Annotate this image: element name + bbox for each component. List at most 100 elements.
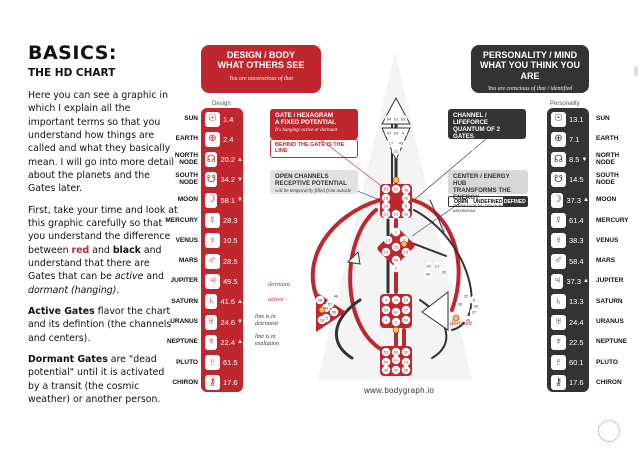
design-value: 61.5 <box>223 358 238 368</box>
active-annotation: active <box>268 296 284 303</box>
channel-callout: CHANNEL / LIFEFORCE QUANTUM OF 2 GATES C… <box>448 109 526 153</box>
ajna-gate-dot <box>391 146 401 156</box>
design-row-earth: ⊕2.4 <box>201 130 243 148</box>
design-panel-title-1: DESIGN / BODY <box>226 50 295 60</box>
design-row-moon: ☽58.1▼ <box>201 191 243 209</box>
detriment-icon: ▼ <box>237 319 243 325</box>
throat-gate-label: 62 <box>384 187 389 192</box>
personality-panel-subtitle: You are conscious of that / identified <box>487 86 573 93</box>
floating-gate-dot <box>423 269 433 279</box>
undefined-label: UNDEFINED <box>473 198 503 205</box>
mercury-symbol-icon: ☿ <box>205 213 220 228</box>
floating-gate-dot <box>317 315 327 325</box>
personality-row-neptune: ♆22.5 <box>547 333 589 351</box>
solar-plexus-center <box>421 290 449 331</box>
design-column-label: Design <box>212 101 231 107</box>
intro-paragraph-4: Dormant Gates are "dead potential" until… <box>28 354 165 406</box>
scrollbar-thumb[interactable] <box>634 66 638 76</box>
south-node-symbol-icon: ☋ <box>551 172 566 188</box>
floating-gate-dot <box>432 261 442 271</box>
neptune-symbol-icon: ♆ <box>205 334 218 350</box>
south-node-symbol-icon: ☋ <box>205 172 218 188</box>
floating-gate-label: 48 <box>334 294 339 299</box>
callout-pointer-line <box>319 138 385 189</box>
g-gate-label: 1 <box>395 230 398 235</box>
throat-gate-label: 23 <box>394 187 399 192</box>
detriment-icon: ▼ <box>237 176 243 183</box>
earth-symbol-icon: ⊕ <box>205 131 220 147</box>
root-gate-label: 54 <box>384 360 389 365</box>
neptune-symbol-icon: ♆ <box>551 334 566 350</box>
throat-gate-label: 35 <box>404 196 409 201</box>
planet-name-mercury: MERCURY <box>165 216 198 224</box>
root-gate-dot <box>391 355 401 365</box>
design-value: 28.5 <box>223 256 238 266</box>
design-value: 22.4 <box>220 337 236 347</box>
throat-gate-dot <box>401 185 411 195</box>
sacral-gate-label: 9 <box>385 318 388 323</box>
personality-value: 7.1 <box>569 134 580 144</box>
mercury-symbol-icon: ☿ <box>551 213 566 228</box>
saturn-symbol-icon: ♄ <box>551 294 566 310</box>
design-panel-title-2: WHAT OTHERS SEE <box>217 60 305 71</box>
planet-name-venus: VENUS <box>596 236 619 244</box>
ajna-gate-label: 24 <box>394 131 399 136</box>
personality-value: 24.4 <box>569 317 584 327</box>
floating-gate-dot <box>331 291 341 301</box>
pluto-symbol-icon: ♇ <box>551 355 566 371</box>
design-value: 34.2 <box>220 175 236 185</box>
g-gate-label: 13 <box>386 238 391 243</box>
chiron-symbol-icon: ⚷ <box>205 375 220 391</box>
g-gate-label: 10 <box>384 250 389 255</box>
design-value: 24.6 <box>220 317 236 327</box>
dormant-annotation-right: dormant <box>450 320 473 327</box>
personality-panel-header: PERSONALITY / MIND WHAT YOU THINK YOU AR… <box>471 45 589 93</box>
sacral-gate-label: 27 <box>404 308 409 313</box>
root-gate-label: 52 <box>404 350 409 355</box>
exaltation-icon: ▲ <box>237 156 243 163</box>
personality-row-pluto: ♇60.1 <box>547 354 589 372</box>
planet-name-saturn: SATURN <box>596 297 623 305</box>
mars-symbol-icon: ♂ <box>205 253 220 269</box>
detriment-icon: ▼ <box>581 156 588 163</box>
floating-gate-label: 51 <box>427 264 432 269</box>
root-gate-dot <box>401 347 411 357</box>
footer-url[interactable]: www.bodygraph.io <box>364 386 435 395</box>
head-gate-label: 63 <box>401 117 406 122</box>
design-planet-table: ☉1.4⊕2.4☊20.2▲☋34.2▼☽58.1▼☿28.3♀10.5♂28.… <box>201 108 243 392</box>
pluto-symbol-icon: ♇ <box>205 355 220 371</box>
sacral-gate-label: 42 <box>394 310 399 315</box>
design-row-saturn: ♄41.6▲ <box>201 293 243 311</box>
throat-gate-dot <box>391 184 401 194</box>
personality-value: 13.3 <box>569 297 584 307</box>
personality-row-earth: ⊕7.1 <box>547 130 589 148</box>
channel-line <box>410 198 461 312</box>
venus-symbol-icon: ♀ <box>205 233 220 249</box>
exaltation-icon: ▲ <box>583 197 589 204</box>
personality-row-moon: ☽37.3▲ <box>547 191 589 209</box>
detriment-annotation: line is in detriment <box>255 314 278 327</box>
g-gate-label: 15 <box>404 250 409 255</box>
moon-symbol-icon: ☽ <box>205 192 218 208</box>
ajna-gate-label: 43 <box>399 141 404 146</box>
planet-name-moon: MOON <box>177 196 198 204</box>
planet-name-sun: SUN <box>596 115 610 122</box>
sacral-gate-dot <box>391 307 401 317</box>
g-gate-dot <box>383 235 393 245</box>
personality-row-uranus: ♅24.4 <box>547 313 589 331</box>
root-gate-dot <box>381 347 391 357</box>
design-value: 20.2 <box>220 155 236 165</box>
root-gate-label: 60 <box>394 350 399 355</box>
floating-gate-dot <box>325 299 335 309</box>
root-gate-dot <box>401 365 411 375</box>
design-value: 58.1 <box>220 195 236 205</box>
planet-name-chiron: CHIRON <box>172 378 198 386</box>
sacral-gate-dot <box>381 315 391 325</box>
personality-row-jupiter: ♃37.3▲ <box>547 272 589 290</box>
intro-paragraph-2: First, take your time and look at this g… <box>28 204 178 296</box>
planet-name-moon: MOON <box>596 196 617 204</box>
floating-gate-label: 37 <box>472 310 477 315</box>
personality-value: 37.3 <box>566 195 582 205</box>
